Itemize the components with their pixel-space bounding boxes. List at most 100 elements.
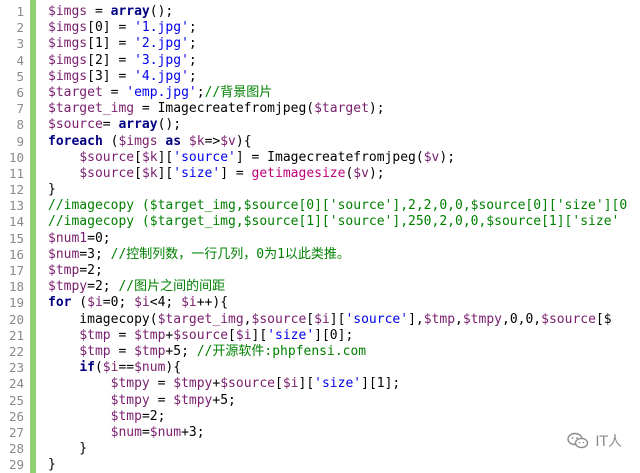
wechat-bubble-icon <box>567 432 589 450</box>
code-text: [2] = <box>87 52 135 68</box>
code-variable: $source <box>173 327 229 343</box>
code-line[interactable]: 2$imgs[0] = '1.jpg'; <box>0 20 640 36</box>
code-function: getimagesize <box>251 165 346 181</box>
code-text: +3; <box>181 424 205 440</box>
code-keyword: as <box>165 133 182 149</box>
code-content: for ($i=0; $i<4; $i++){ <box>48 295 228 311</box>
code-line[interactable]: 26 $tmp=2; <box>0 409 640 425</box>
code-line[interactable]: 4$imgs[2] = '3.jpg'; <box>0 53 640 69</box>
code-line[interactable]: 1$imgs = array(); <box>0 4 640 20</box>
code-variable: $tmp <box>134 327 166 343</box>
code-variable: $k <box>141 165 158 181</box>
code-line[interactable]: 16$num=3; //控制列数，一行几列，0为1以此类推。 <box>0 247 640 263</box>
code-text <box>48 425 111 440</box>
code-variable: $imgs <box>48 4 88 19</box>
code-line[interactable]: 6$target = 'emp.jpg';//背景图片 <box>0 85 640 101</box>
code-line[interactable]: 29} <box>0 457 640 473</box>
code-content: $source[$k]['size'] = getimagesize($v); <box>48 165 384 182</box>
code-variable: $imgs <box>48 20 88 36</box>
code-variable: $i <box>181 295 197 311</box>
code-variable: $i <box>134 295 150 311</box>
code-content: $imgs[3] = '4.jpg'; <box>48 69 197 85</box>
code-line[interactable]: 14//imagecopy ($target_img,$source[1]['s… <box>0 214 640 230</box>
code-text: +5; <box>165 343 197 359</box>
code-line[interactable]: 11 $source[$k]['size'] = getimagesize($v… <box>0 166 640 182</box>
code-text: ][0]; <box>314 327 354 343</box>
line-number: 21 <box>8 327 24 343</box>
code-line[interactable]: 24 $tmpy = $tmpy+$source[$i]['size'][1]; <box>0 376 640 392</box>
code-variable: $i <box>102 360 119 376</box>
code-string: '3.jpg' <box>134 52 189 68</box>
code-variable: $source <box>79 149 135 165</box>
code-text <box>48 328 79 343</box>
code-text: = <box>149 376 174 392</box>
line-number: 27 <box>8 424 24 440</box>
code-string: 'source' <box>345 311 409 327</box>
code-line[interactable]: 7$target_img = Imagecreatefromjpeg($targ… <box>0 101 640 117</box>
line-number: 1 <box>16 4 24 19</box>
code-content: $tmp = $tmp+$source[$i]['size'][0]; <box>48 328 353 344</box>
code-line[interactable]: 27 $num=$num+3; <box>0 425 640 441</box>
code-string: 'size' <box>173 165 221 181</box>
line-number: 5 <box>16 68 24 84</box>
code-content: } <box>48 457 56 473</box>
code-line[interactable]: 5 $imgs[3] = '4.jpg'; <box>0 69 640 85</box>
code-line[interactable]: 12} <box>0 182 640 198</box>
line-number: 7 <box>16 101 24 117</box>
code-text: (); <box>157 117 182 133</box>
code-line[interactable]: 13//imagecopy ($target_img,$source[0]['s… <box>0 198 640 214</box>
code-line[interactable]: 8$source= array(); <box>0 117 640 133</box>
code-content: } <box>48 441 87 457</box>
code-line[interactable]: 17 $tmp=2; <box>0 263 640 279</box>
code-comment: //控制列数，一行几列，0为1以此类推。 <box>110 246 350 262</box>
code-line[interactable]: 23 if($i==$num){ <box>0 360 640 376</box>
code-content: $num=3; //控制列数，一行几列，0为1以此类推。 <box>48 247 350 263</box>
code-text: ( <box>71 295 88 311</box>
line-number: 6 <box>16 84 24 100</box>
code-comment: //imagecopy ($target_img,$source[0]['sou… <box>48 198 628 214</box>
code-variable: $tmpy <box>462 311 502 327</box>
code-line[interactable]: 20 imagecopy($target_img,$source[$i]['so… <box>0 312 640 328</box>
code-variable: $target <box>314 101 369 117</box>
code-keyword: if <box>79 360 95 376</box>
line-number: 17 <box>8 263 24 278</box>
code-string: 'size' <box>314 376 362 392</box>
code-variable: $tmp <box>79 343 111 359</box>
code-line[interactable]: 21 $tmp = $tmp+$source[$i]['size'][0]; <box>0 328 640 344</box>
code-line[interactable]: 22 $tmp = $tmp+5; //开源软件:phpfensi.com <box>0 344 640 360</box>
code-text: = <box>110 343 135 359</box>
code-content: foreach ($imgs as $k=>$v){ <box>48 134 252 150</box>
code-content: $tmp=2; <box>48 263 103 279</box>
code-line[interactable]: 15$num1=0; <box>0 231 640 247</box>
code-variable: $imgs <box>118 133 158 149</box>
code-text: =3; <box>79 246 111 262</box>
code-text: =2; <box>87 279 119 295</box>
code-text: [ <box>275 376 283 392</box>
code-line[interactable]: 28 } <box>0 441 640 457</box>
code-content: $num1=0; <box>48 231 111 247</box>
code-comment: //背景图片 <box>204 84 273 100</box>
code-string: '4.jpg' <box>134 68 189 84</box>
code-variable: $source <box>48 117 103 133</box>
line-number: 29 <box>8 457 24 473</box>
code-variable: $target_img <box>157 311 244 327</box>
code-line[interactable]: 3$imgs[1] = '2.jpg'; <box>0 36 640 52</box>
code-variable: $k <box>141 149 158 165</box>
code-variable: $tmp <box>79 327 111 343</box>
code-lines: 1$imgs = array();2$imgs[0] = '1.jpg';3$i… <box>0 4 640 473</box>
code-text <box>48 150 79 165</box>
code-variable: $v <box>423 149 440 165</box>
code-line[interactable]: 25 $tmpy = $tmpy+5; <box>0 393 640 409</box>
code-text: = <box>87 4 111 19</box>
code-text: ; <box>188 68 197 84</box>
code-text: + <box>165 327 174 343</box>
code-text: +5; <box>212 392 236 408</box>
code-variable: $num <box>110 424 142 440</box>
code-line[interactable]: 18$tmpy=2; //图片之间的间距 <box>0 279 640 295</box>
code-line[interactable]: 10 $source[$k]['source'] = Imagecreatefr… <box>0 150 640 166</box>
code-comment: //开源软件:phpfensi.com <box>196 343 367 359</box>
code-text: ; <box>188 20 197 36</box>
